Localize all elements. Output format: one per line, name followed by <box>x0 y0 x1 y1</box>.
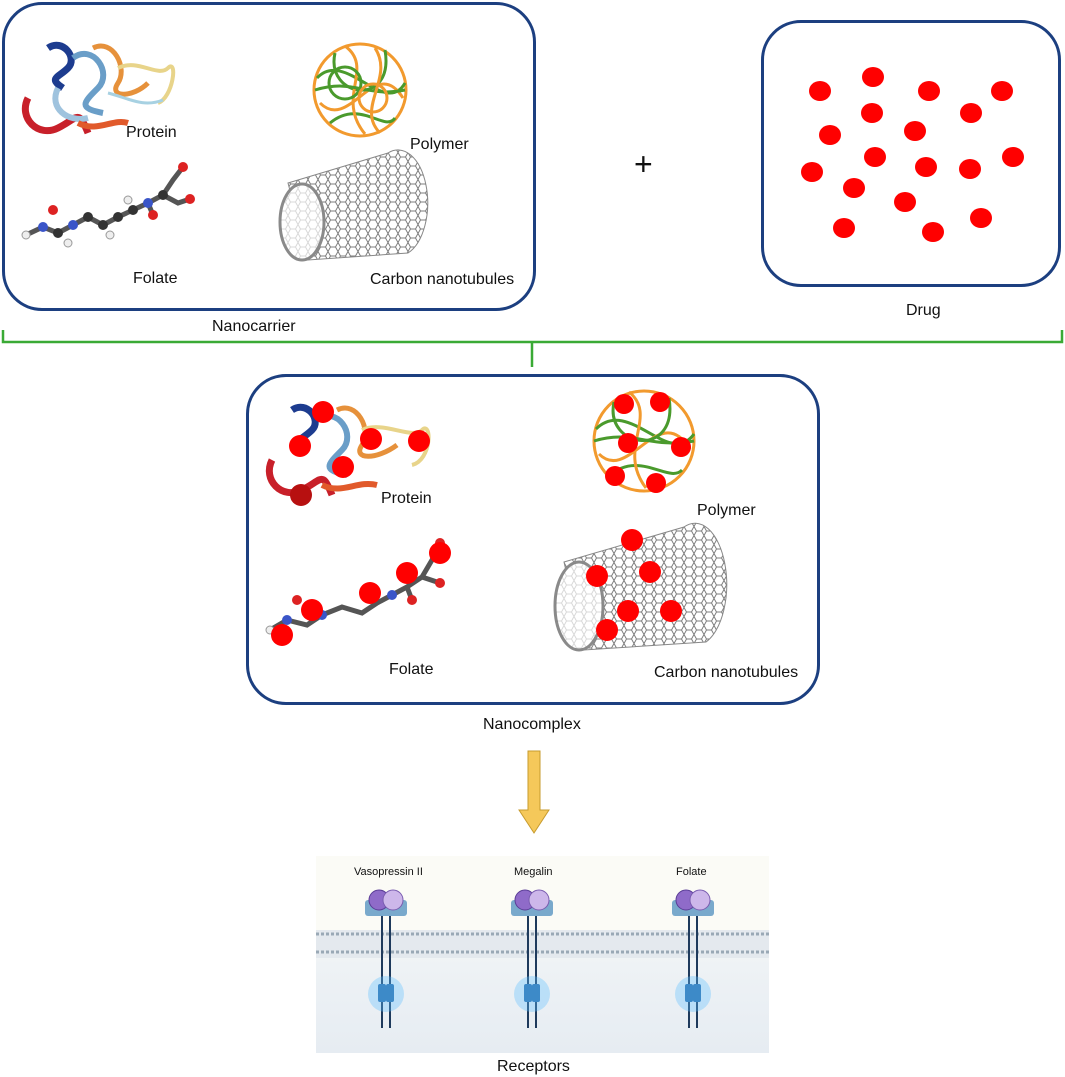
drug-dot <box>959 159 981 179</box>
receptor-label-folate: Folate <box>676 866 707 878</box>
drug-dot <box>915 157 937 177</box>
nanocomplex-polymer-label: Polymer <box>697 502 756 519</box>
receptors-label: Receptors <box>497 1058 570 1075</box>
nanocomplex-box <box>246 374 820 705</box>
drug-dot <box>862 67 884 87</box>
nanocomplex-cnt-label: Carbon nanotubules <box>654 664 799 681</box>
drug-dot <box>904 121 926 141</box>
drug-dot <box>991 81 1013 101</box>
megalin-receptor-icon <box>511 889 553 1028</box>
drug-label: Drug <box>906 302 941 319</box>
cnt-drug-complex-icon <box>553 522 728 652</box>
nanocarrier-protein-label: Protein <box>126 124 177 141</box>
polymer-ball-icon <box>312 42 408 138</box>
protein-structure-icon <box>21 42 176 135</box>
folate-molecule-icon <box>21 162 195 248</box>
carbon-nanotube-icon <box>278 149 429 262</box>
drug-dot <box>960 103 982 123</box>
plus-sign: + <box>634 146 653 182</box>
drug-dot <box>861 103 883 123</box>
vasopressin-receptor-icon <box>365 889 407 1028</box>
nanocomplex-protein-label: Protein <box>381 490 432 507</box>
drug-dot <box>922 222 944 242</box>
folate-receptor-icon <box>672 889 714 1028</box>
cell-membrane <box>316 930 769 958</box>
drug-dot <box>843 178 865 198</box>
receptor-label-megalin: Megalin <box>514 866 553 878</box>
down-arrow-icon <box>518 750 550 834</box>
nanocomplex-label: Nanocomplex <box>483 716 581 733</box>
drug-dot <box>819 125 841 145</box>
drug-dot <box>809 81 831 101</box>
nanocarrier-polymer-label: Polymer <box>410 136 469 153</box>
drug-dot <box>801 162 823 182</box>
polymer-drug-complex-icon <box>592 389 696 493</box>
nanocarrier-label: Nanocarrier <box>212 318 296 335</box>
nanocomplex-folate-label: Folate <box>389 661 434 678</box>
nanocarrier-cnt-label: Carbon nanotubules <box>370 271 515 288</box>
grouping-bracket <box>1 330 1064 367</box>
drug-dot <box>970 208 992 228</box>
drug-particles <box>801 67 1024 242</box>
protein-drug-complex-icon <box>265 401 431 506</box>
drug-dot <box>1002 147 1024 167</box>
folate-drug-complex-icon <box>265 538 451 646</box>
drug-dot <box>833 218 855 238</box>
nanocarrier-folate-label: Folate <box>133 270 178 287</box>
receptor-label-vasopressin: Vasopressin II <box>354 866 423 878</box>
drug-dot <box>918 81 940 101</box>
drug-dot <box>894 192 916 212</box>
drug-dot <box>864 147 886 167</box>
